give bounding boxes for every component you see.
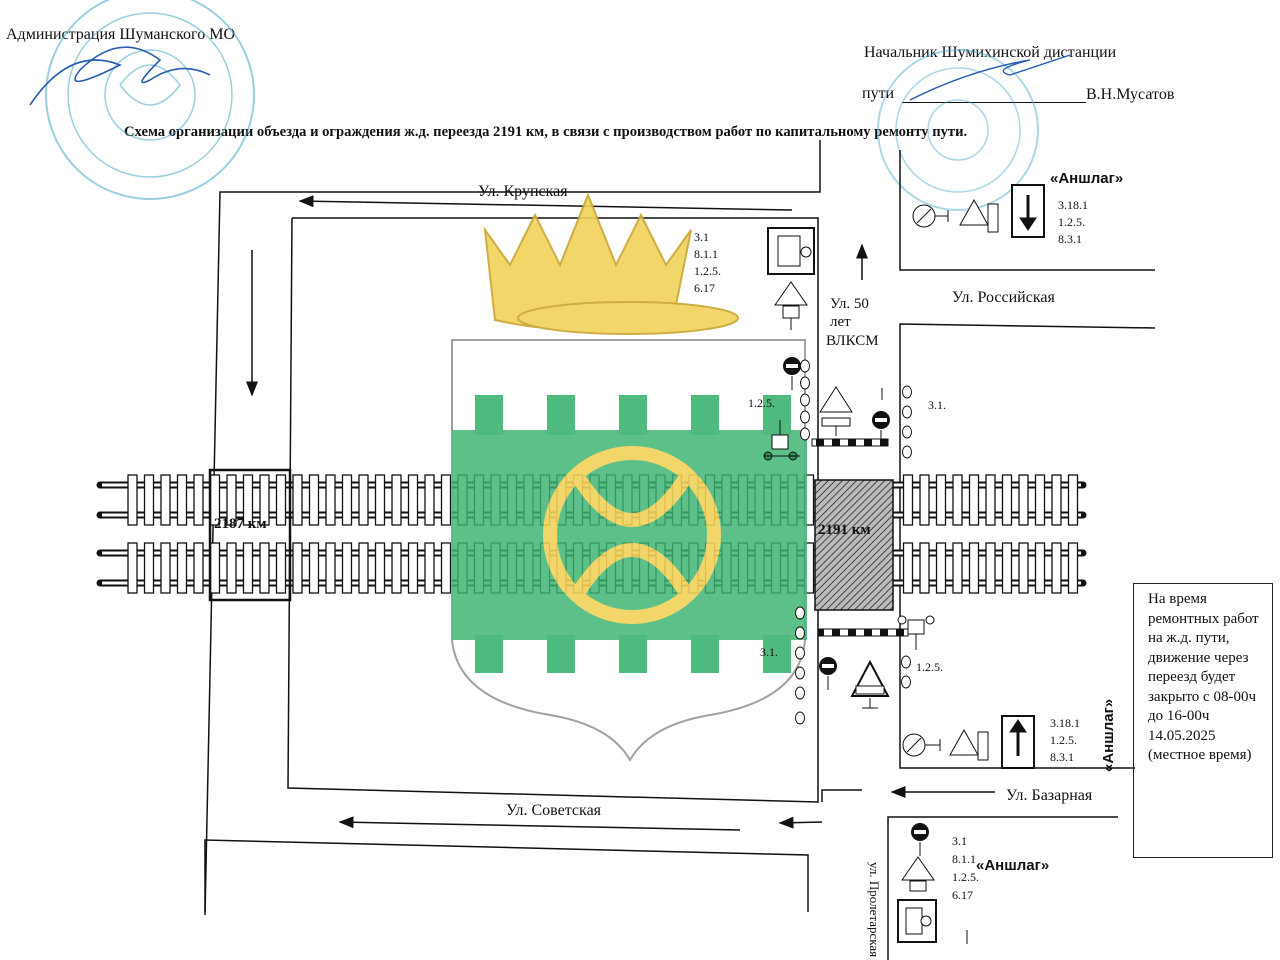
sign-codes-top-right: 3.18.1 1.2.5. 8.3.1 <box>1058 198 1088 246</box>
anshlag-bottom-label: «Аншлаг» <box>976 857 1050 874</box>
note-line: На время <box>1148 591 1207 607</box>
crossing-signal-bottom <box>897 615 935 650</box>
crossing-2191 <box>814 479 894 611</box>
sign-codes-right-low: 1.2.5. <box>916 660 943 674</box>
anshlag-top-label: «Аншлаг» <box>1050 170 1124 187</box>
sign-codes-top-center: 3.1 8.1.1 1.2.5. 6.17 <box>694 230 721 295</box>
anshlag-top-group <box>912 184 1045 238</box>
scheme-title: Схема организации объезда и ограждения ж… <box>124 124 968 140</box>
street-rossiyskaya: Ул. Российская <box>952 289 1055 306</box>
street-bazarnaya: Ул. Базарная <box>1006 787 1093 804</box>
sign-stack-top <box>767 227 815 330</box>
signature-right <box>909 54 1071 101</box>
note-line: (местное время) <box>1148 747 1252 763</box>
note-line: ремонтных работ <box>1148 610 1259 627</box>
sign-no-entry <box>783 357 929 856</box>
closure-note: На время ремонтных работ на ж.д. пути, д… <box>1133 583 1273 858</box>
note-line: 14.05.2025 <box>1148 727 1216 744</box>
note-line: на ж.д. пути, <box>1148 630 1230 646</box>
approver-line2-prefix: пути <box>862 85 895 102</box>
note-line: движение через <box>1148 649 1249 666</box>
sign-codes-left-mid: 1.2.5. <box>748 396 775 410</box>
km-2187-label: 2187 км <box>214 516 267 532</box>
street-proletarskaya: ул. Пролетарская <box>867 862 882 958</box>
street-vlksm-2: лет <box>830 314 851 330</box>
street-vlksm-3: ВЛКСМ <box>826 333 879 349</box>
km-2191-label: 2191 км <box>818 522 871 538</box>
sign-codes-left-low: 3.1. <box>760 645 778 659</box>
sign-codes-right-mid: 3.1. <box>928 398 946 412</box>
sign-codes-bottom-center: 3.1 8.1.1 1.2.5. 6.17 <box>952 834 979 902</box>
street-vlksm-1: Ул. 50 <box>830 296 869 312</box>
note-line: до 16-00ч <box>1148 708 1210 724</box>
street-sovetskaya: Ул. Советская <box>506 802 602 819</box>
crossing-signal-top <box>763 420 800 461</box>
sign-codes-bottom-right: 3.18.1 1.2.5. 8.3.1 <box>1050 716 1080 764</box>
barrier-bottom <box>817 628 909 637</box>
anshlag-right-group <box>902 715 1035 769</box>
crossing-2187 <box>208 468 292 602</box>
street-krupskaya: Ул. Крупская <box>478 183 568 200</box>
approver-line1: Начальник Шумихинской дистанции <box>864 44 1117 61</box>
road-works-sign-large <box>850 659 890 709</box>
signature-left <box>29 46 211 106</box>
coat-of-arms <box>451 192 807 763</box>
stamp-right <box>877 49 1039 211</box>
note-line: переезд будет <box>1148 669 1236 685</box>
road-works-sign-top <box>819 386 853 436</box>
sign-stack-bottom <box>897 856 937 943</box>
signature-line <box>902 102 1086 103</box>
anshlag-right-label: «Аншлаг» <box>1100 698 1117 772</box>
barrier-top <box>811 438 889 447</box>
stamp-left <box>45 0 255 200</box>
approver-name: В.Н.Мусатов <box>1086 86 1175 103</box>
note-line: закрыто с 08-00ч <box>1148 688 1257 705</box>
